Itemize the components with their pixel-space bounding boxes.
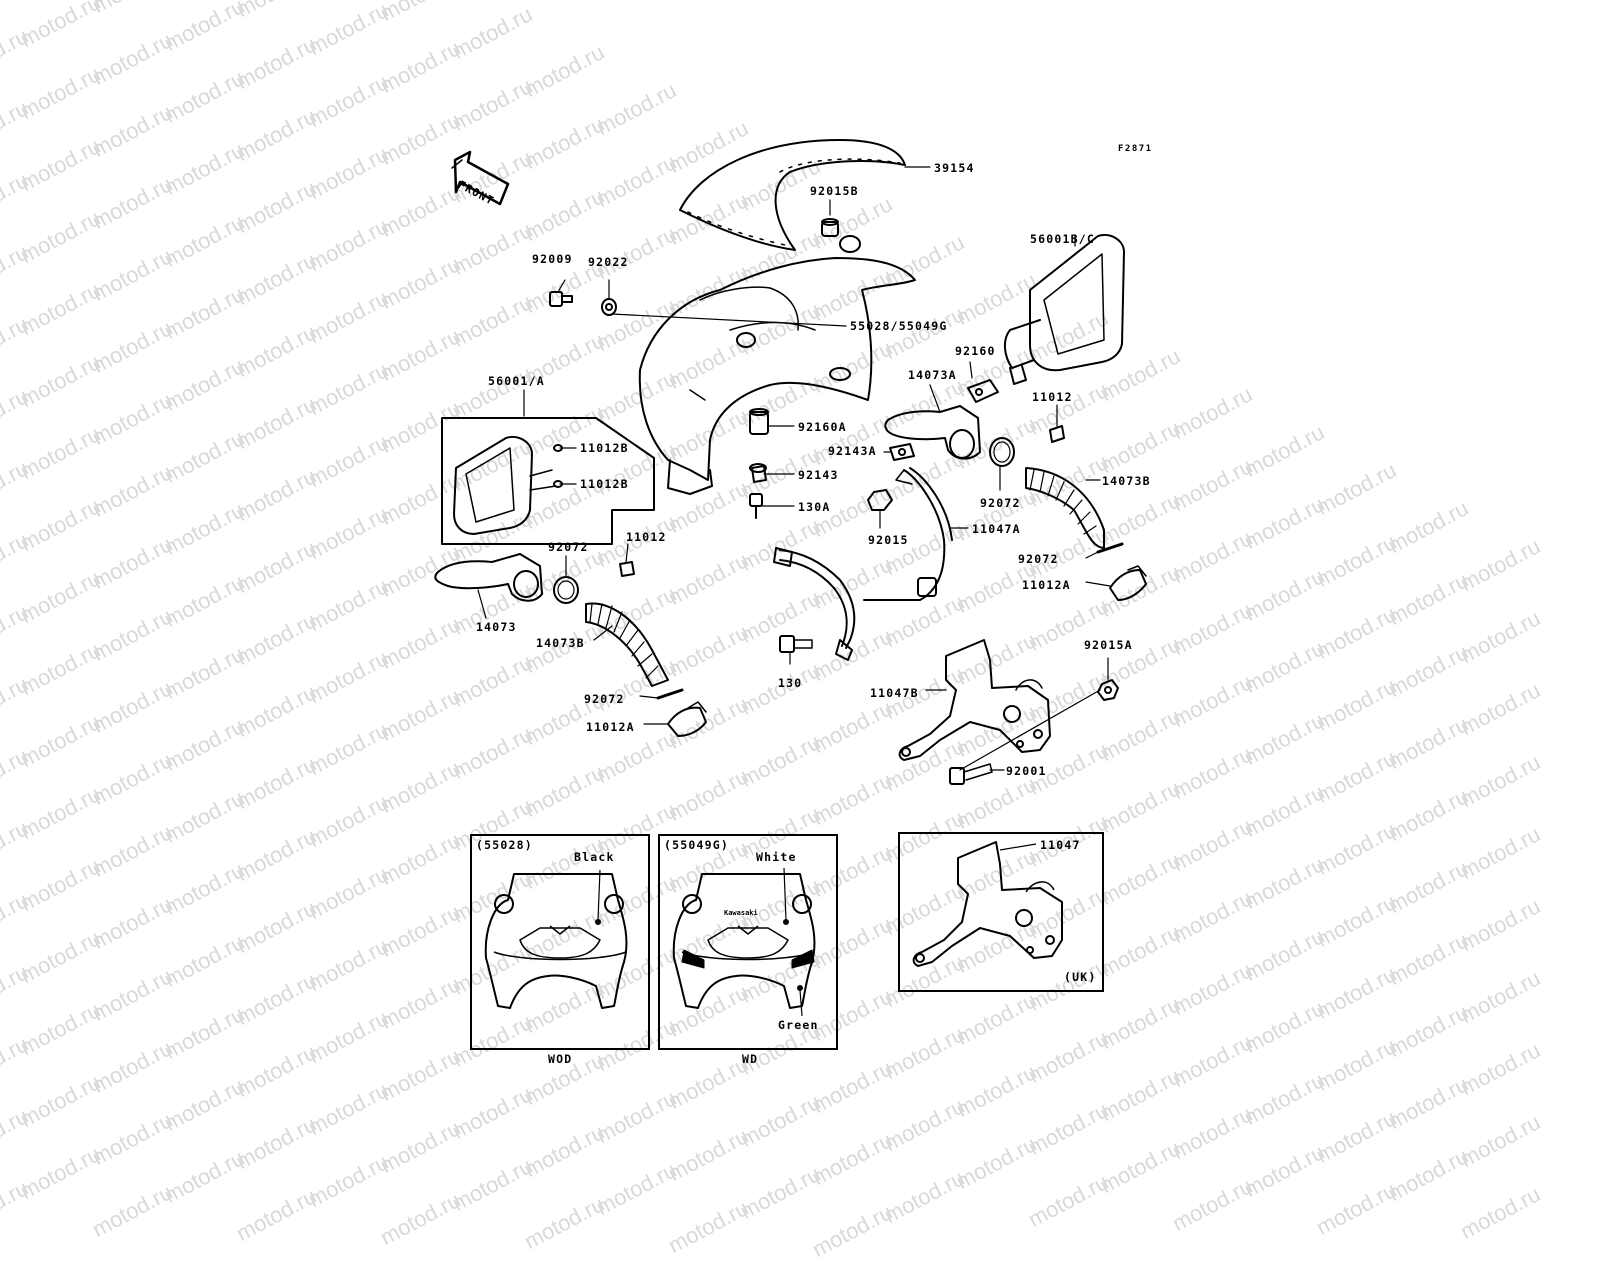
clamp-92072-right-shape bbox=[989, 437, 1015, 467]
watermark-text: motod.ru bbox=[520, 1191, 609, 1255]
bolt-130A-shape bbox=[749, 493, 763, 519]
label-92022: 92022 bbox=[588, 255, 629, 269]
label-130: 130 bbox=[778, 676, 803, 690]
clip-92072-left-shape bbox=[656, 688, 684, 700]
hose-14073B-left-shape bbox=[585, 602, 669, 687]
label-55028-55049G: 55028/55049G bbox=[850, 319, 948, 333]
damper-92160A-shape bbox=[749, 408, 769, 435]
inset-wod-fairing-shape bbox=[484, 869, 628, 1009]
watermark-text: motod.ru bbox=[808, 1199, 897, 1263]
figure-id: F2871 bbox=[1118, 144, 1153, 154]
clip-92072-right-shape bbox=[1096, 542, 1124, 554]
inset-wod-caption: WOD bbox=[548, 1052, 573, 1066]
label-92160: 92160 bbox=[955, 344, 996, 358]
label-11012B-upper: 11012B bbox=[580, 441, 629, 455]
front-arrow-icon bbox=[451, 150, 510, 206]
inset-art bbox=[484, 841, 1063, 1017]
bolt-92009-shape bbox=[549, 291, 573, 307]
pad-11012-left-shape bbox=[619, 561, 635, 577]
label-56001B-C: 56001B/C bbox=[1030, 232, 1095, 246]
bolt-130-shape bbox=[779, 635, 813, 653]
label-14073: 14073 bbox=[476, 620, 517, 634]
hose-14073B-right-shape bbox=[1025, 467, 1105, 549]
label-92072-right-lower: 92072 bbox=[1018, 552, 1059, 566]
label-92143: 92143 bbox=[798, 468, 839, 482]
label-130A: 130A bbox=[798, 500, 831, 514]
right-mirror-shape bbox=[1004, 234, 1125, 385]
label-14073A: 14073A bbox=[908, 368, 957, 382]
label-11012B-lower: 11012B bbox=[580, 477, 629, 491]
label-92160A: 92160A bbox=[798, 420, 847, 434]
label-92072-right-upper: 92072 bbox=[980, 496, 1021, 510]
label-11012A-right: 11012A bbox=[1022, 578, 1071, 592]
label-92143A: 92143A bbox=[828, 444, 877, 458]
inset-wd-color-bottom: Green bbox=[778, 1018, 819, 1032]
inset-wd-code: (55049G) bbox=[664, 838, 729, 852]
stay-11047A-shape bbox=[773, 467, 953, 661]
collar-92143-shape bbox=[749, 463, 767, 483]
inset-wod-code: (55028) bbox=[476, 838, 533, 852]
inset-uk-box bbox=[898, 832, 1104, 992]
inset-wd-fairing-shape bbox=[672, 867, 816, 1017]
label-92009: 92009 bbox=[532, 252, 573, 266]
clamp-92160-shape bbox=[967, 379, 999, 403]
inset-uk-caption: (UK) bbox=[1064, 970, 1097, 984]
grommet-92015B-shape bbox=[821, 218, 839, 237]
inset-wod-box bbox=[470, 834, 650, 1050]
label-11047A: 11047A bbox=[972, 522, 1021, 536]
label-92015B: 92015B bbox=[810, 184, 859, 198]
cap-11012A-left-shape bbox=[667, 701, 707, 737]
watermark-text: motod.ru bbox=[664, 1195, 753, 1259]
line-art bbox=[434, 139, 1147, 785]
label-14073B-right: 14073B bbox=[1102, 474, 1151, 488]
label-11012A-left: 11012A bbox=[586, 720, 635, 734]
bolt-92001-shape bbox=[949, 763, 993, 785]
nut-92015A-shape bbox=[1097, 679, 1119, 701]
label-11012-left: 11012 bbox=[626, 530, 667, 544]
cap-11012A-right-shape bbox=[1109, 565, 1147, 601]
inset-wd-box bbox=[658, 834, 838, 1050]
duct-14073A-shape bbox=[884, 405, 981, 460]
leader-lines bbox=[477, 166, 1111, 771]
label-39154: 39154 bbox=[934, 161, 975, 175]
label-92072-left-upper: 92072 bbox=[548, 540, 589, 554]
clamp-92143A-shape bbox=[889, 443, 915, 461]
label-56001-A: 56001/A bbox=[488, 374, 545, 388]
inset-uk-part: 11047 bbox=[1040, 838, 1081, 852]
label-11012-right: 11012 bbox=[1032, 390, 1073, 404]
pad-11012-right-shape bbox=[1049, 425, 1065, 443]
label-11047B: 11047B bbox=[870, 686, 919, 700]
bracket-11047B-shape bbox=[898, 639, 1051, 761]
label-92015A: 92015A bbox=[1084, 638, 1133, 652]
inset-wod-color: Black bbox=[574, 850, 615, 864]
label-14073B-left: 14073B bbox=[536, 636, 585, 650]
nut-92015-shape bbox=[867, 489, 893, 511]
inset-uk-bracket-shape bbox=[912, 841, 1063, 967]
duct-14073-shape bbox=[434, 553, 543, 602]
windscreen-shape bbox=[679, 139, 906, 251]
grommet-92022-shape bbox=[601, 298, 617, 316]
left-mirror-box bbox=[441, 417, 655, 545]
clamp-92072-left-shape bbox=[553, 576, 579, 604]
inset-wd-color-top: White bbox=[756, 850, 797, 864]
inset-wd-brand: Kawasaki bbox=[724, 909, 758, 917]
label-92015: 92015 bbox=[868, 533, 909, 547]
inset-wd-caption: WD bbox=[742, 1052, 759, 1066]
label-92001: 92001 bbox=[1006, 764, 1047, 778]
label-92072-left-lower: 92072 bbox=[584, 692, 625, 706]
